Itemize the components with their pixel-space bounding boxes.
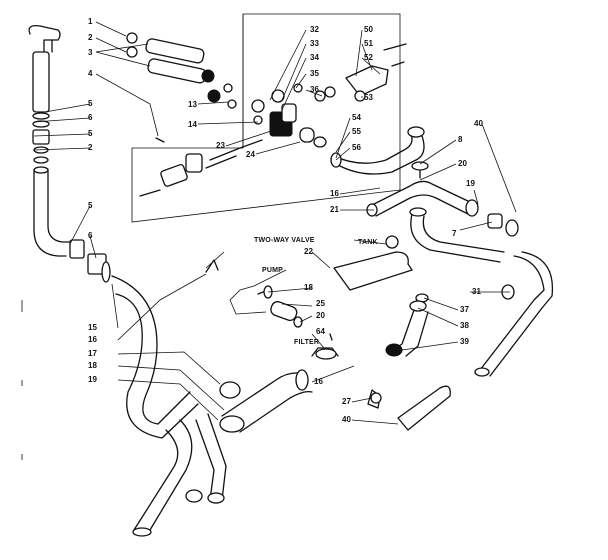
label-54: 54 <box>352 113 361 122</box>
label-33: 33 <box>310 39 319 48</box>
label-5c: 5 <box>88 201 93 210</box>
valve-body <box>251 43 407 148</box>
label-56: 56 <box>352 143 361 152</box>
check-valve-hose <box>367 293 451 431</box>
label-40: 40 <box>474 119 483 128</box>
label-64: 64 <box>316 327 325 336</box>
label-15: 15 <box>88 323 97 332</box>
valve-parts-cluster <box>126 32 263 197</box>
label-19: 19 <box>88 375 97 384</box>
filter <box>311 333 339 360</box>
label-5b: 5 <box>88 129 93 138</box>
label-5: 5 <box>88 99 93 108</box>
label-37: 37 <box>460 305 469 314</box>
label-14: 14 <box>188 120 197 129</box>
component-names: TWO-WAY VALVE TANK PUMP FILTER <box>254 237 378 346</box>
label-24: 24 <box>246 150 255 159</box>
label-19b: 19 <box>466 179 475 188</box>
label-34: 34 <box>310 53 319 62</box>
filter-label: FILTER <box>294 339 319 346</box>
label-16c: 16 <box>314 377 323 386</box>
label-52: 52 <box>364 53 373 62</box>
label-27: 27 <box>342 397 351 406</box>
label-20: 20 <box>458 159 467 168</box>
exploded-view-frame <box>131 13 401 223</box>
label-22: 22 <box>304 247 313 256</box>
label-18b: 18 <box>304 283 313 292</box>
label-6b: 6 <box>88 231 93 240</box>
label-36: 36 <box>310 85 319 94</box>
pump-label: PUMP <box>262 267 283 274</box>
right-long-hose <box>474 251 554 377</box>
label-21: 21 <box>330 205 339 214</box>
label-32: 32 <box>310 25 319 34</box>
part-labels: 1 2 3 4 5 6 5 2 5 6 15 16 17 18 19 13 14… <box>88 17 483 424</box>
leader-lines <box>33 21 517 425</box>
label-4: 4 <box>88 69 93 78</box>
label-55: 55 <box>352 127 361 136</box>
label-18: 18 <box>88 361 97 370</box>
label-6: 6 <box>88 113 93 122</box>
left-hose-assembly <box>28 25 111 283</box>
label-23: 23 <box>216 141 225 150</box>
label-38: 38 <box>460 321 469 330</box>
pump <box>257 285 303 328</box>
label-7: 7 <box>452 229 457 238</box>
label-51: 51 <box>364 39 373 48</box>
label-50: 50 <box>364 25 373 34</box>
label-17: 17 <box>88 349 97 358</box>
label-1: 1 <box>88 17 93 26</box>
label-16b: 16 <box>330 189 339 198</box>
label-35: 35 <box>310 69 319 78</box>
label-2: 2 <box>88 33 93 42</box>
main-drain-hose <box>111 275 227 537</box>
label-13: 13 <box>188 100 197 109</box>
label-20b: 20 <box>316 311 325 320</box>
label-39: 39 <box>460 337 469 346</box>
label-2b: 2 <box>88 143 93 152</box>
tank-hose <box>333 235 413 291</box>
label-53: 53 <box>364 93 373 102</box>
label-25: 25 <box>316 299 325 308</box>
upper-right-hose <box>330 126 425 175</box>
label-3: 3 <box>88 48 93 57</box>
label-40b: 40 <box>342 415 351 424</box>
two-way-valve-hose <box>205 259 313 433</box>
label-16: 16 <box>88 335 97 344</box>
label-31: 31 <box>472 287 481 296</box>
label-8: 8 <box>458 135 463 144</box>
two-way-valve-label: TWO-WAY VALVE <box>254 237 315 244</box>
tank-label: TANK <box>358 239 378 246</box>
